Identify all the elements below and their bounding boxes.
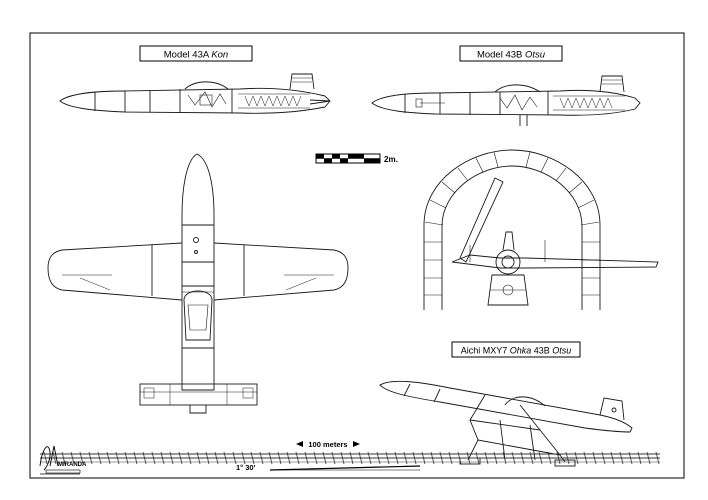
side-view-43b [371,75,641,126]
scale-unit-label: 2m. [384,155,398,164]
title-box-43b: Model 43B Otsu [459,45,563,62]
plan-view [47,153,349,414]
distance-marker: 100 meters [296,440,360,449]
angle-label: 1° 30' [236,463,256,472]
model-43a-prefix: Model 43A [164,50,212,61]
distance-label: 100 meters [308,440,347,449]
railway-track: 1° 30' [40,451,660,472]
aichi-variant: Otsu [552,346,571,356]
model-43a-name: Kon [211,50,228,61]
title-box-43a: Model 43A Kon [139,45,253,62]
title-box-aichi: Aichi MXY7 Ohka 43B Otsu [451,341,581,358]
signature-text: MIRANDA [58,462,87,468]
signature-logo: MIRANDA [39,445,87,475]
svg-text:Aichi MXY7 Ohka 43B Otsu: Aichi MXY7 Ohka 43B Otsu [461,346,572,356]
page-border [29,32,685,479]
launch-side-view [379,380,633,467]
arch-front-view [423,149,659,310]
aichi-name: Ohka [510,346,532,356]
scale-bar: 2m. [315,153,398,164]
side-view-43a [59,73,331,114]
svg-text:Model 43A Kon: Model 43A Kon [164,50,228,61]
model-43b-name: Otsu [525,50,546,61]
svg-text:Model 43B Otsu: Model 43B Otsu [477,50,546,61]
aichi-suffix: 43B [531,346,552,356]
model-43b-prefix: Model 43B [477,50,525,61]
aichi-prefix: Aichi MXY7 [461,346,510,356]
